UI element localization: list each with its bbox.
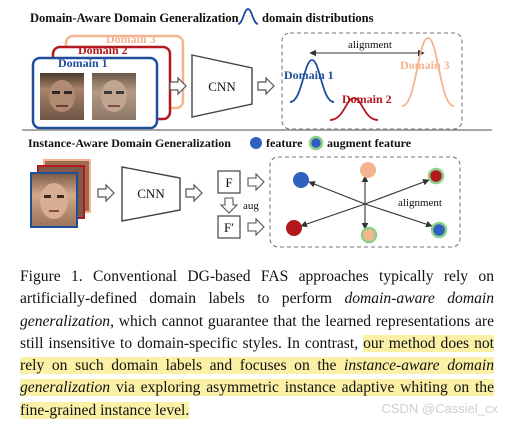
domain-distributions-label: domain distributions <box>262 11 374 25</box>
distribution-box <box>281 32 463 130</box>
cnn-label: CNN <box>208 79 236 94</box>
domain-1-stack-label: Domain 1 <box>58 56 108 70</box>
instance-cnn-label: CNN <box>137 186 165 201</box>
watermark: CSDN @Cassiel_cx <box>381 401 499 416</box>
feature-map-f <box>217 170 241 194</box>
instance-alignment-label: alignment <box>398 197 442 209</box>
feature-map-fprime <box>217 215 241 239</box>
output-arrow-icon <box>257 76 275 96</box>
aug-arrow-icon <box>219 197 239 214</box>
face-image-1 <box>40 73 84 120</box>
domain-1-curve <box>289 59 335 103</box>
instance-cnn-block <box>121 166 181 222</box>
instance-output-arrow-icon <box>185 183 203 203</box>
distribution-legend-icon <box>237 8 259 25</box>
caption-emphasis-1: domain-aware domain generalization <box>20 290 495 330</box>
alignment-arrows <box>300 175 433 230</box>
feature-output-arrow-top-icon <box>247 172 265 192</box>
domain-3-curve <box>401 37 455 107</box>
augment-dot-blue <box>430 221 448 239</box>
figure-1: Domain-Aware Domain Generalization domai… <box>22 8 492 248</box>
domain-3-stack-label: Domain 3 <box>106 32 156 46</box>
caption-part-2: , which cannot guarantee that the learne… <box>20 312 494 352</box>
domain-2-curve-label: Domain 2 <box>342 92 392 106</box>
input-arrow-icon <box>169 76 187 96</box>
domain-2-curve <box>329 97 379 121</box>
augment-dot-peach <box>360 226 378 244</box>
bottom-panel-title: Instance-Aware Domain Generalization <box>28 136 231 150</box>
augment-dot-red <box>427 167 445 185</box>
caption-part-1: Figure 1. Conventional DG-based FAS appr… <box>20 268 494 308</box>
instance-face-image <box>30 172 78 228</box>
feature-output-arrow-bottom-icon <box>247 217 265 237</box>
instance-input-arrow-icon <box>97 183 115 203</box>
domain-1-curve-label: Domain 1 <box>284 68 334 82</box>
domain-3-curve-label: Domain 3 <box>400 58 450 72</box>
feature-legend-dot <box>250 137 262 149</box>
feature-dot-red <box>286 220 302 236</box>
top-panel-title: Domain-Aware Domain Generalization <box>30 11 239 25</box>
aug-label: aug <box>243 200 259 212</box>
augment-feature-legend-dot <box>308 135 324 151</box>
feature-legend-label: feature <box>266 136 303 150</box>
augment-feature-legend-label: augment feature <box>327 136 412 150</box>
feature-map-f-label: F <box>225 175 232 190</box>
feature-space-box <box>269 156 461 248</box>
alignment-label: alignment <box>348 39 392 51</box>
figure-caption: Figure 1. Conventional DG-based FAS appr… <box>20 266 495 422</box>
feature-dot-peach <box>360 162 376 178</box>
feature-dot-blue <box>293 172 309 188</box>
domain-2-stack-label: Domain 2 <box>78 43 128 57</box>
face-image-2 <box>92 73 136 120</box>
feature-map-fprime-label: F′ <box>224 220 234 235</box>
cnn-block <box>191 54 253 118</box>
